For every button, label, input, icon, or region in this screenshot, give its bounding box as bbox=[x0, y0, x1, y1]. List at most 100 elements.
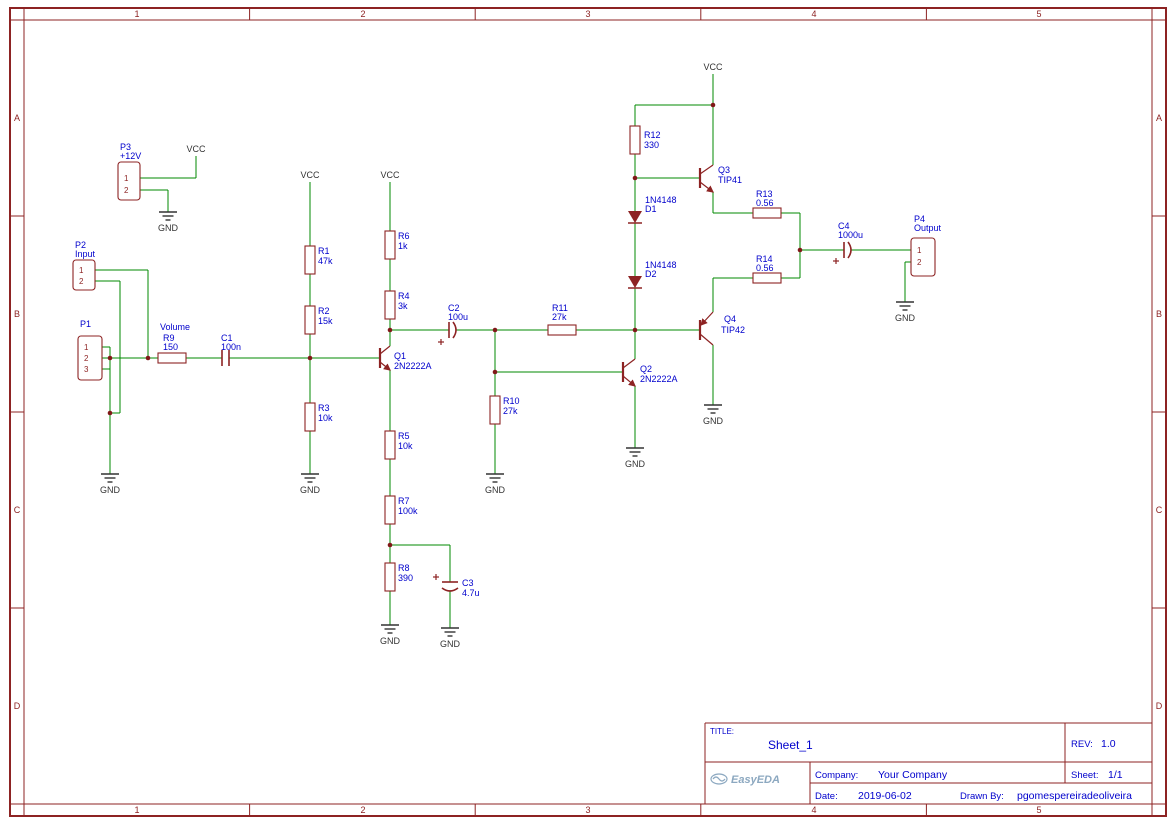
junction-dot bbox=[632, 327, 638, 333]
component-ref: R14 bbox=[756, 254, 773, 264]
gnd-flag[interactable]: GND bbox=[158, 211, 179, 233]
gnd-flag[interactable]: GND bbox=[895, 301, 916, 323]
frame-col-label: 5 bbox=[1036, 805, 1041, 815]
gnd-flag[interactable]: GND bbox=[100, 473, 121, 495]
pin-number: 2 bbox=[84, 354, 89, 363]
date-value: 2019-06-02 bbox=[858, 790, 912, 802]
component-value: 10k bbox=[398, 441, 413, 451]
frame-row-label: D bbox=[1156, 701, 1163, 711]
net-label: GND bbox=[440, 639, 461, 649]
transistor-Q1[interactable]: Q1 2N2222A bbox=[378, 345, 432, 371]
frame-col-label: 2 bbox=[360, 805, 365, 815]
component-ref: R6 bbox=[398, 231, 410, 241]
pin-number: 1 bbox=[124, 174, 129, 183]
junction-dot bbox=[797, 247, 803, 253]
resistor-R8[interactable]: R8 390 bbox=[384, 562, 413, 592]
frame-col-label: 2 bbox=[360, 9, 365, 19]
transistor-Q4[interactable]: Q4 TIP42 bbox=[698, 311, 745, 346]
frame-col-label: 5 bbox=[1036, 9, 1041, 19]
resistor-R12[interactable]: R12 330 bbox=[629, 125, 661, 155]
frame-row-label: B bbox=[1156, 309, 1162, 319]
resistor-R5[interactable]: R5 10k bbox=[384, 430, 413, 460]
component-ref: Q3 bbox=[718, 165, 730, 175]
resistor-R13[interactable]: R13 0.56 bbox=[752, 189, 782, 219]
gnd-flag[interactable]: GND bbox=[485, 473, 506, 495]
junction-dot bbox=[145, 355, 151, 361]
transistor-Q2[interactable]: Q2 2N2222A bbox=[621, 358, 678, 387]
frame-row-label: B bbox=[14, 309, 20, 319]
transistor-Q3[interactable]: Q3 TIP41 bbox=[698, 164, 742, 193]
connector-P4[interactable]: P4 Output 1 2 bbox=[910, 214, 942, 277]
component-ref: P2 bbox=[75, 240, 86, 250]
capacitor-C2[interactable]: C2 100u bbox=[438, 303, 468, 345]
capacitor-C4[interactable]: C4 1000u bbox=[833, 221, 863, 264]
junction-dot bbox=[387, 327, 393, 333]
junction-dots bbox=[107, 102, 803, 548]
resistor-R7[interactable]: R7 100k bbox=[384, 495, 418, 525]
resistor-R2[interactable]: R2 15k bbox=[304, 305, 333, 335]
gnd-flag[interactable]: GND bbox=[300, 473, 321, 495]
diode-D1[interactable]: 1N4148 D1 bbox=[628, 195, 677, 224]
capacitor-C1[interactable]: C1 100n bbox=[221, 333, 241, 366]
wires[interactable] bbox=[95, 74, 911, 628]
rev-label: REV: bbox=[1071, 739, 1093, 750]
gnd-flag[interactable]: GND bbox=[703, 404, 724, 426]
component-value: TIP42 bbox=[721, 325, 745, 335]
frame-row-label: D bbox=[14, 701, 21, 711]
connector-P3[interactable]: P3 +12V 1 2 bbox=[117, 142, 141, 201]
resistor-R3[interactable]: R3 10k bbox=[304, 402, 333, 432]
resistor-R11[interactable]: R11 27k bbox=[547, 303, 577, 336]
component-value: 3k bbox=[398, 301, 408, 311]
component-value: 0.56 bbox=[756, 198, 774, 208]
vcc-flag[interactable]: VCC bbox=[300, 170, 320, 180]
vcc-flag[interactable]: VCC bbox=[380, 170, 400, 180]
net-label: GND bbox=[485, 485, 506, 495]
junction-dot bbox=[107, 410, 113, 416]
gnd-flag[interactable]: GND bbox=[625, 447, 646, 469]
resistor-R6[interactable]: R6 1k bbox=[384, 230, 410, 260]
frame-row-label: A bbox=[14, 113, 20, 123]
component-ref: Q2 bbox=[640, 364, 652, 374]
pin-number: 1 bbox=[917, 246, 922, 255]
component-value: 2N2222A bbox=[640, 374, 678, 384]
gnd-flag[interactable]: GND bbox=[380, 624, 401, 646]
company-label: Company: bbox=[815, 770, 858, 781]
component-ref: P4 bbox=[914, 214, 925, 224]
pin-number: 1 bbox=[84, 343, 89, 352]
frame-col-label: 1 bbox=[134, 9, 139, 19]
component-value: 150 bbox=[163, 342, 178, 352]
diode-D2[interactable]: 1N4148 D2 bbox=[628, 260, 677, 289]
frame-col-label: 4 bbox=[811, 9, 816, 19]
logo-text: EasyEDA bbox=[731, 774, 780, 786]
resistor-R1[interactable]: R1 47k bbox=[304, 245, 333, 275]
net-label: GND bbox=[158, 223, 179, 233]
component-value: +12V bbox=[120, 151, 141, 161]
capacitor-C3[interactable]: C3 4.7u bbox=[433, 574, 480, 598]
resistor-R9[interactable]: Volume R9 150 bbox=[157, 322, 190, 364]
junction-dot bbox=[632, 175, 638, 181]
junction-dot bbox=[387, 542, 393, 548]
title-block: TITLE: Sheet_1 REV: 1.0 EasyEDA Company:… bbox=[704, 722, 1152, 804]
vcc-flag[interactable]: VCC bbox=[186, 144, 206, 154]
rev-value: 1.0 bbox=[1101, 738, 1116, 750]
component-value: TIP41 bbox=[718, 175, 742, 185]
pin-number: 2 bbox=[79, 277, 84, 286]
polarity-plus-icon bbox=[433, 574, 439, 580]
net-label-volume: Volume bbox=[160, 322, 190, 332]
resistor-R10[interactable]: R10 27k bbox=[489, 395, 520, 425]
component-ref: D2 bbox=[645, 269, 657, 279]
resistor-R4[interactable]: R4 3k bbox=[384, 290, 410, 320]
junction-dot bbox=[107, 355, 113, 361]
frame-row-label: A bbox=[1156, 113, 1162, 123]
junction-dot bbox=[307, 355, 313, 361]
connector-P1[interactable]: P1 1 2 3 bbox=[77, 319, 103, 381]
resistor-R14[interactable]: R14 0.56 bbox=[752, 254, 782, 284]
connector-P2[interactable]: P2 Input 1 2 bbox=[72, 240, 96, 291]
component-value: 0.56 bbox=[756, 263, 774, 273]
component-ref: C3 bbox=[462, 578, 474, 588]
component-value: 330 bbox=[644, 140, 659, 150]
vcc-flag[interactable]: VCC bbox=[703, 62, 723, 72]
component-ref: R7 bbox=[398, 496, 410, 506]
gnd-flag[interactable]: GND bbox=[440, 627, 461, 649]
